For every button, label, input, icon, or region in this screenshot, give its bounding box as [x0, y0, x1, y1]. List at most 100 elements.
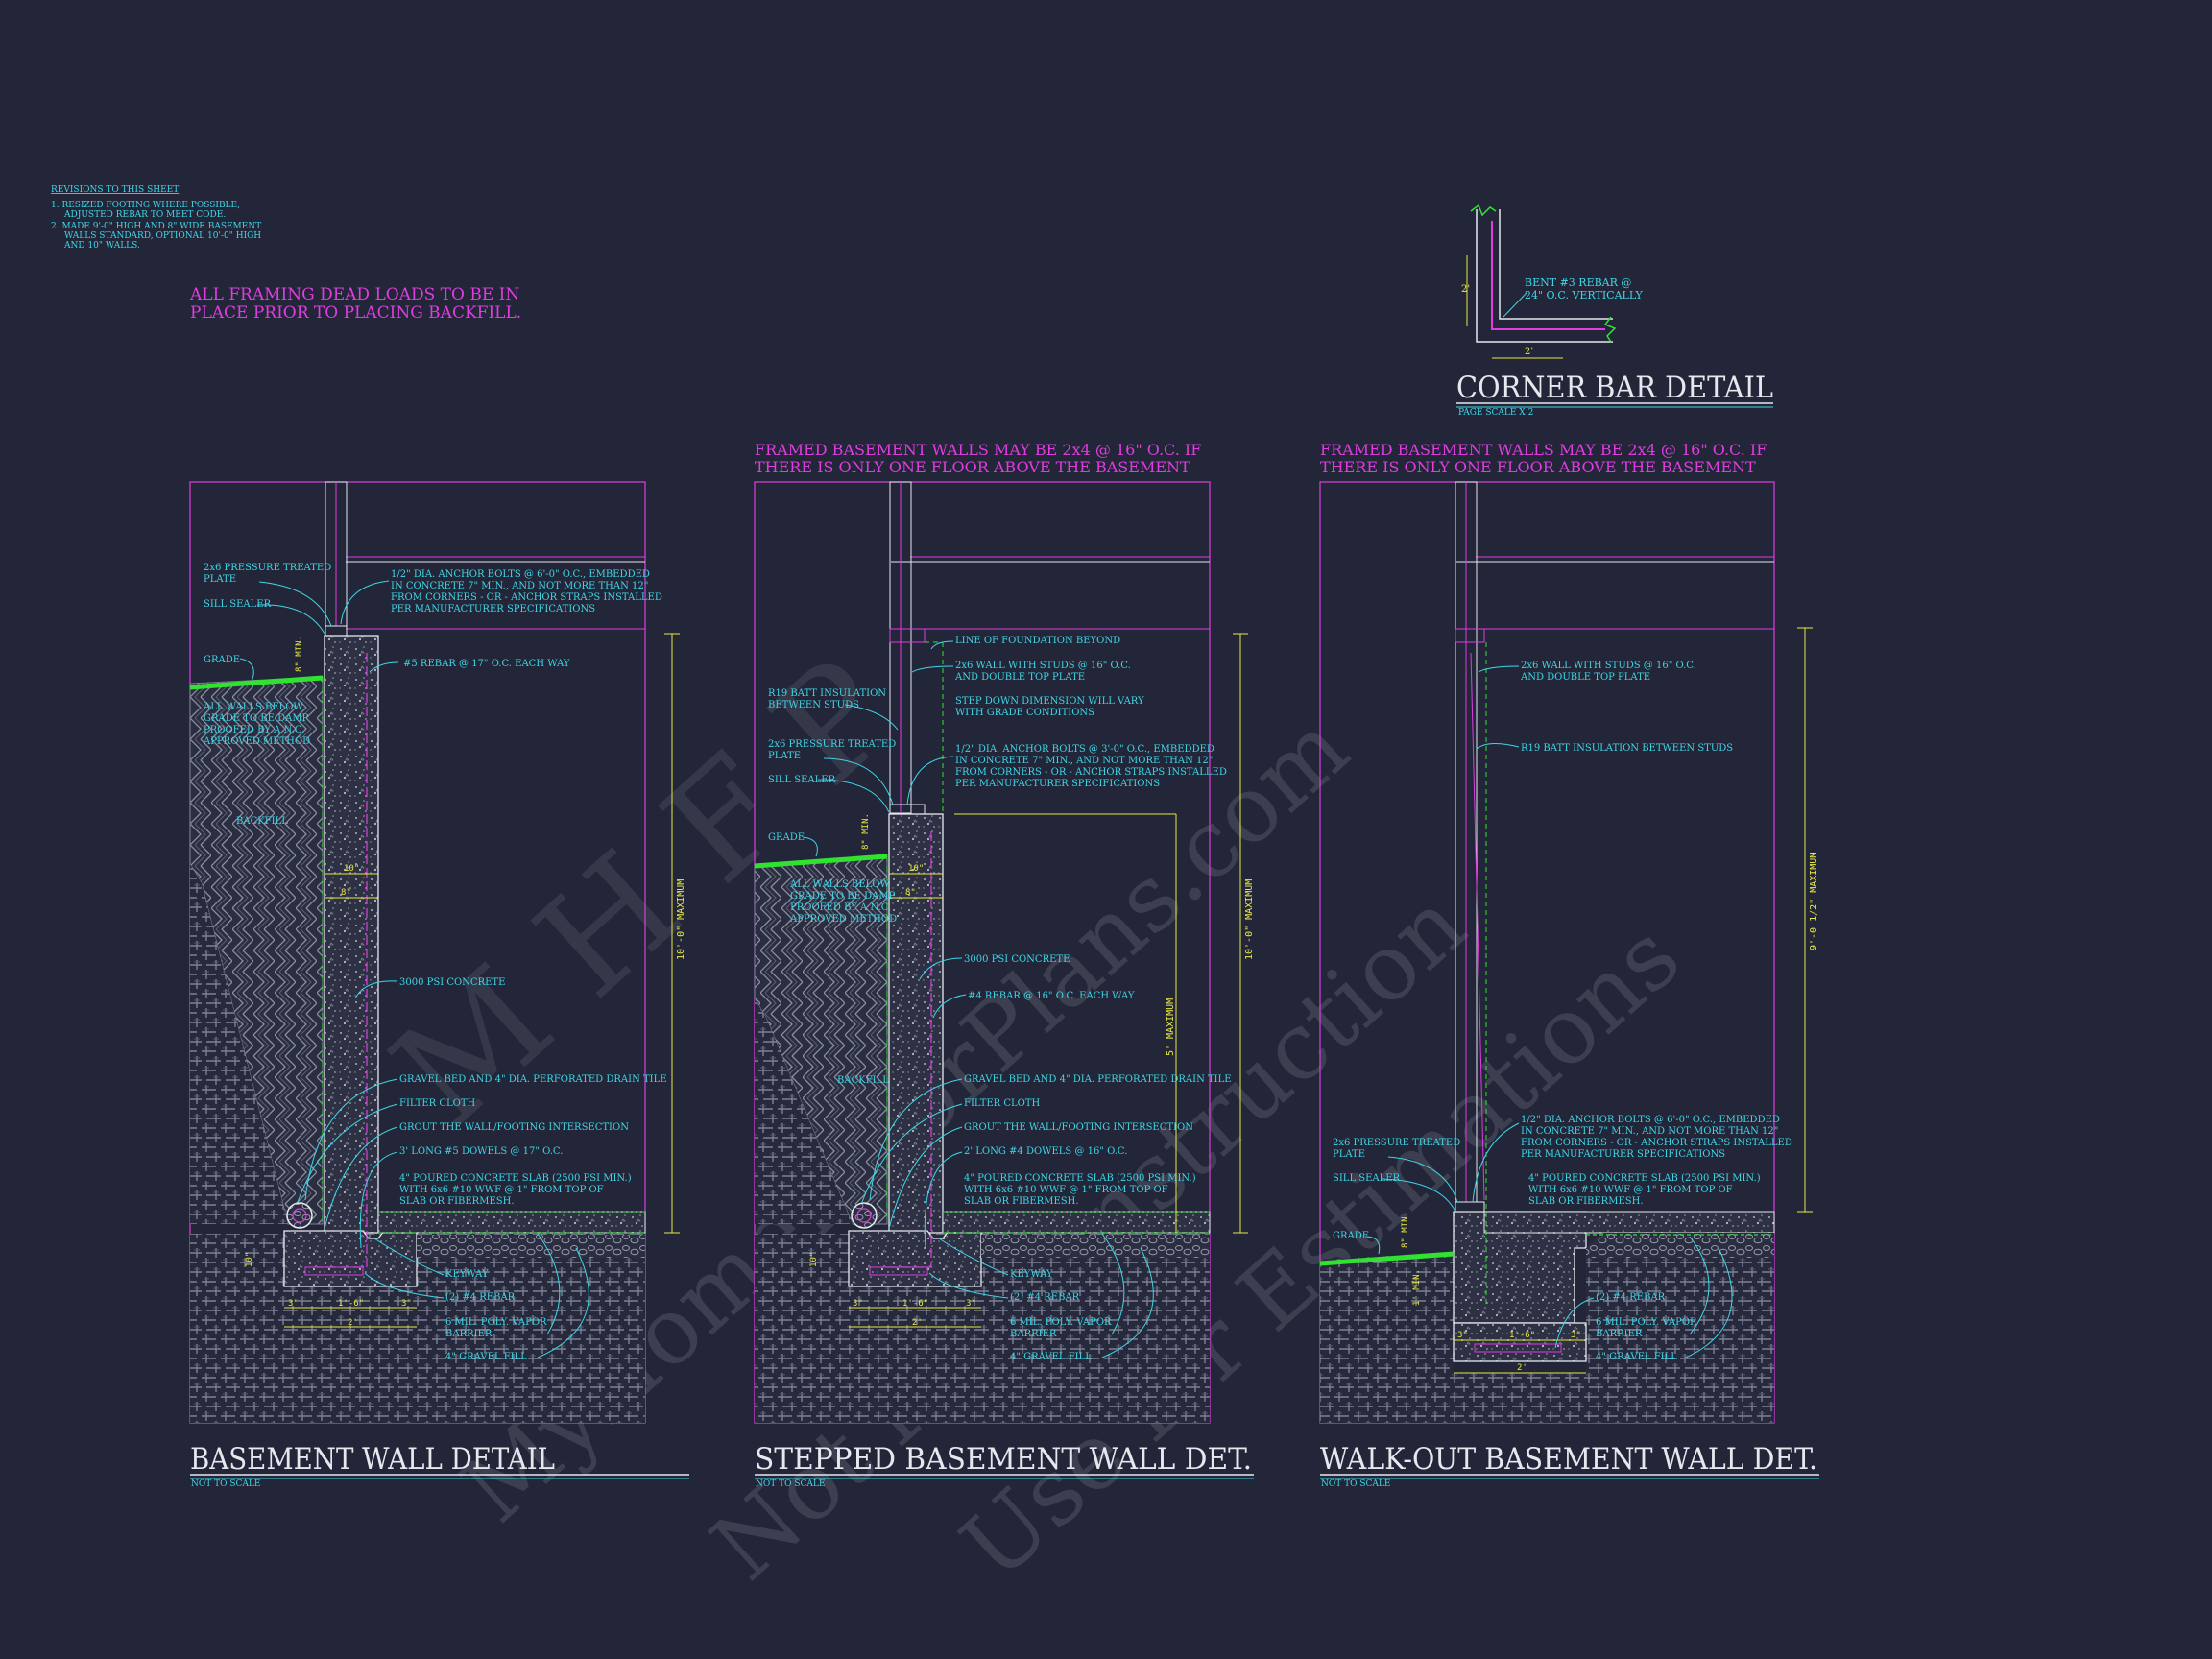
- label-r19: R19 BATT INSULATION BETWEEN STUDS: [1521, 743, 1733, 754]
- label-rebar5: #5 REBAR @ 17" O.C. EACH WAY: [403, 659, 570, 669]
- leader: [1478, 665, 1520, 673]
- label-damp: APPROVED METHOD: [789, 914, 897, 925]
- label-vapor: 6 MIL. POLY. VAPOR: [1010, 1317, 1112, 1328]
- foot-2-label: 2': [1517, 1363, 1527, 1373]
- label-pt-plate: PLATE: [768, 751, 801, 761]
- corner-bar-scale: PAGE SCALE X 2: [1458, 408, 1533, 418]
- top-plates: [889, 628, 926, 643]
- label-dowels: 2' LONG #4 DOWELS @ 16" O.C.: [964, 1146, 1127, 1157]
- revision-line: 1. RESIZED FOOTING WHERE POSSIBLE,: [51, 201, 240, 210]
- basement-wall-detail: 10'-0" MAXIMUM 10" 8" 8" MIN. 2' 1'-6" 3…: [189, 481, 689, 1489]
- label-sill-sealer: SILL SEALER: [1333, 1173, 1401, 1184]
- leader: [1685, 1247, 1733, 1358]
- undisturbed-earth: [190, 864, 288, 1224]
- foot-16-label: 1'-6": [1509, 1331, 1535, 1340]
- leader: [297, 1103, 398, 1203]
- label-damp: ALL WALLS BELOW: [789, 879, 890, 890]
- leader: [373, 1238, 445, 1276]
- label-slab: WITH 6x6 #10 WWF @ 1" FROM TOP OF: [964, 1185, 1168, 1195]
- foot-3b-label: 3": [401, 1299, 412, 1309]
- gravel-fill: [1586, 1233, 1774, 1258]
- leader: [1472, 1122, 1520, 1203]
- general-note-line: ALL FRAMING DEAD LOADS TO BE IN: [189, 285, 519, 304]
- label-damp: GRADE TO BE DAMP: [790, 891, 896, 902]
- label-studs: AND DOUBLE TOP PLATE: [954, 672, 1085, 683]
- label-grout: GROUT THE WALL/FOOTING INTERSECTION: [964, 1122, 1193, 1133]
- corner-bar-rebar: [1491, 221, 1605, 330]
- slab: [942, 1211, 1211, 1234]
- label-filter: FILTER CLOTH: [964, 1098, 1041, 1109]
- foot-3a-label: 3": [288, 1299, 299, 1309]
- label-damp: ALL WALLS BELOW: [203, 702, 303, 712]
- label-damp: GRADE TO BE DAMP: [204, 713, 309, 724]
- label-pt-plate: 2x6 PRESSURE TREATED: [1333, 1138, 1460, 1148]
- corner-bar-dim-v-label: 2': [1461, 284, 1470, 295]
- label-anchor: FROM CORNERS - OR - ANCHOR STRAPS INSTAL…: [1521, 1138, 1792, 1148]
- label-dowels: 3' LONG #5 DOWELS @ 17" O.C.: [399, 1146, 563, 1157]
- general-note: ALL FRAMING DEAD LOADS TO BE IN PLACE PR…: [189, 285, 521, 323]
- label-vapor: 6 MIL. POLY. VAPOR: [1596, 1317, 1697, 1328]
- leader: [1554, 1297, 1595, 1349]
- foot-3b-label: 3": [1571, 1331, 1581, 1340]
- label-slab: SLAB OR FIBERMESH.: [1528, 1196, 1644, 1207]
- leader: [930, 640, 954, 650]
- label-anchor: PER MANUFACTURER SPECIFICATIONS: [1521, 1149, 1725, 1160]
- label-rebar4: (2) #4 REBAR: [1596, 1292, 1666, 1303]
- revisions-title: REVISIONS TO THIS SHEET: [51, 185, 179, 195]
- label-step: WITH GRADE CONDITIONS: [955, 708, 1094, 718]
- foot-3a-label: 3": [853, 1299, 863, 1309]
- label-slab: WITH 6x6 #10 WWF @ 1" FROM TOP OF: [399, 1185, 604, 1195]
- corner-bar-break-top: [1470, 204, 1497, 217]
- dim-10-label: 10": [344, 864, 359, 874]
- insulation-line: [1470, 652, 1485, 1201]
- earth-below: [755, 1234, 1210, 1423]
- leader: [364, 1272, 445, 1299]
- label-slab: SLAB OR FIBERMESH.: [399, 1196, 515, 1207]
- leader: [861, 1103, 963, 1203]
- leader: [537, 1233, 561, 1335]
- label-damp: PROOFED BY A N.C.: [790, 902, 891, 913]
- foot-16-label: 1'-6": [902, 1299, 928, 1309]
- label-anchor: IN CONCRETE 7" MIN., AND NOT MORE THAN 1…: [1521, 1126, 1778, 1137]
- label-concrete: 3000 PSI CONCRETE: [399, 977, 505, 988]
- height-dim-label: 10'-0" MAXIMUM: [676, 879, 686, 960]
- framed-note-line: THERE IS ONLY ONE FLOOR ABOVE THE BASEME…: [1320, 458, 1756, 476]
- label-rebar4: (2) #4 REBAR: [445, 1292, 516, 1303]
- label-anchor: FROM CORNERS - OR - ANCHOR STRAPS INSTAL…: [955, 767, 1227, 778]
- label-pt-plate: 2x6 PRESSURE TREATED: [768, 739, 896, 750]
- leader: [256, 604, 325, 635]
- revision-line: 2. MADE 9'-0" HIGH AND 8" WIDE BASEMENT: [51, 222, 261, 231]
- leader: [823, 757, 894, 805]
- foot-2-label: 2': [348, 1318, 358, 1328]
- label-gravel-fill: 4" GRAVEL FILL: [1596, 1352, 1677, 1362]
- leader: [537, 1247, 589, 1358]
- foot-10-label: 10": [245, 1252, 254, 1267]
- drain-tile-inner: [292, 1208, 307, 1223]
- label-studs: AND DOUBLE TOP PLATE: [1520, 672, 1650, 683]
- label-keyway: KEYWAY: [1010, 1269, 1053, 1280]
- label-slab: 4" POURED CONCRETE SLAB (2500 PSI MIN.): [964, 1173, 1196, 1184]
- rebar-vertical: [881, 831, 932, 1268]
- corner-bar-dim-h-label: 2': [1525, 347, 1533, 357]
- framed-note-line: THERE IS ONLY ONE FLOOR ABOVE THE BASEME…: [755, 458, 1190, 476]
- label-anchor: IN CONCRETE 7" MIN., AND NOT MORE THAN 1…: [391, 581, 648, 591]
- label-anchor: 1/2" DIA. ANCHOR BOLTS @ 6'-0" O.C., EMB…: [1521, 1115, 1780, 1125]
- earth-left: [1320, 1252, 1454, 1423]
- leader: [1689, 1236, 1710, 1335]
- leader: [1382, 1178, 1456, 1213]
- leader: [369, 661, 399, 673]
- label-grade: GRADE: [204, 655, 240, 665]
- concrete-wall: [888, 813, 944, 1234]
- leader: [239, 658, 254, 683]
- corner-bar-note: 24" O.C. VERTICALLY: [1525, 289, 1643, 301]
- concrete-wall: [324, 635, 379, 1234]
- label-rebar4ea: #4 REBAR @ 16" O.C. EACH WAY: [968, 991, 1135, 1001]
- detail-scale: NOT TO SCALE: [1321, 1479, 1390, 1489]
- label-gravel-fill: 4" GRAVEL FILL: [1010, 1352, 1092, 1362]
- leader: [924, 1151, 963, 1249]
- slab: [377, 1211, 646, 1234]
- label-gravel-fill: 4" GRAVEL FILL: [445, 1352, 527, 1362]
- undisturbed-earth: [755, 998, 853, 1224]
- sill-plate: [325, 625, 348, 637]
- label-gravel-bed: GRAVEL BED AND 4" DIA. PERFORATED DRAIN …: [399, 1074, 667, 1085]
